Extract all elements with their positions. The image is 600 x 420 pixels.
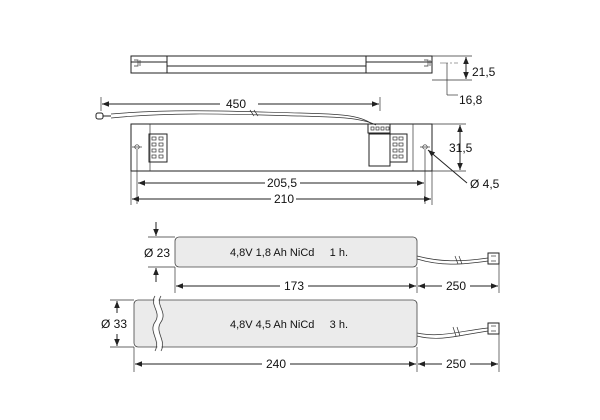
battery-large-body [133, 299, 418, 348]
battery-large-label: 4,8V 4,5 Ah NiCd 3 h. [230, 319, 348, 331]
left-clip [134, 59, 141, 67]
battery-large-cable [416, 327, 489, 336]
right-module [368, 133, 391, 167]
battery-small-diameter-dim: Ø 23 [144, 246, 170, 260]
battery-small-body [174, 236, 418, 268]
battery-small-length-dim: 173 [284, 279, 304, 293]
side-inner-height-dim: 16,8 [459, 93, 483, 107]
battery-small-cable [416, 255, 489, 262]
side-height-dim: 21,5 [472, 65, 496, 79]
hole-dim: Ø 4,5 [470, 177, 500, 191]
battery-small: 4,8V 1,8 Ah NiCd 1 h. Ø 23 173 250 [144, 222, 500, 293]
right-clip [424, 59, 431, 67]
left-terminal-block [148, 133, 168, 163]
total-length-dim: 210 [274, 192, 294, 206]
break-line [153, 294, 163, 352]
battery-small-plug [487, 252, 500, 265]
hole-spacing-dim: 205,5 [267, 176, 297, 190]
battery-large-diameter-dim: Ø 33 [101, 317, 127, 331]
battery-large-plug [487, 322, 500, 335]
side-view-body [130, 55, 433, 74]
battery-large-length-dim: 240 [266, 357, 286, 371]
cable-length-dim: 450 [226, 97, 246, 111]
led-cable [110, 110, 373, 125]
side-view: 21,5 16,8 [130, 55, 496, 107]
width-dim: 31,5 [449, 141, 473, 155]
right-terminal-block [389, 133, 408, 163]
led-indicator [95, 112, 104, 120]
battery-small-label: 4,8V 1,8 Ah NiCd 1 h. [230, 247, 348, 259]
battery-large-cable-dim: 250 [446, 357, 466, 371]
top-view: 450 [95, 97, 500, 206]
top-view-body [130, 123, 433, 172]
battery-large: 4,8V 4,5 Ah NiCd 3 h. Ø 33 240 250 [101, 294, 500, 372]
battery-small-cable-dim: 250 [446, 279, 466, 293]
battery-connector [367, 123, 391, 134]
